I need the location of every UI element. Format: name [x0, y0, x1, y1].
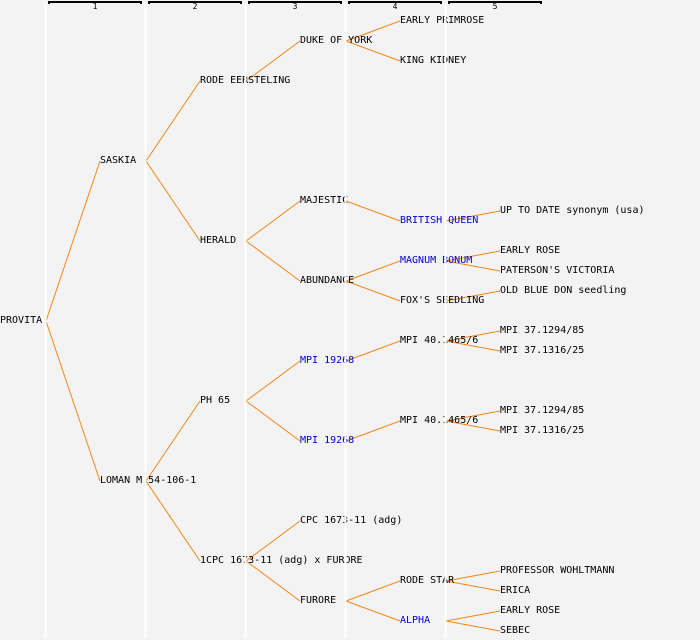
pedigree-link-line — [145, 400, 201, 482]
pedigree-root: PROVITA — [0, 315, 43, 326]
pedigree-link-line — [345, 200, 401, 222]
pedigree-node: FURORE — [300, 595, 337, 606]
pedigree-node: RODE STAR — [400, 575, 455, 586]
pedigree-node: MAJESTIC — [300, 195, 349, 206]
pedigree-link-line — [445, 290, 501, 302]
pedigree-node: LOMAN M 54-106-1 — [100, 475, 197, 486]
pedigree-link-line — [345, 580, 401, 602]
pedigree-link-line — [245, 520, 301, 562]
pedigree-node: MPI 37.1316/25 — [500, 345, 585, 356]
pedigree-node: MPI 40.1465/6 — [400, 415, 479, 426]
pedigree-node: PATERSON'S VICTORIA — [500, 265, 615, 276]
pedigree-link-line — [345, 20, 401, 42]
generation-label: 1 — [92, 2, 98, 11]
pedigree-link-line — [245, 240, 301, 282]
pedigree-link-line — [45, 160, 101, 322]
pedigree-link-line — [445, 410, 501, 422]
generation-label: 3 — [292, 2, 298, 11]
pedigree-node: RODE EERSTELING — [200, 75, 291, 86]
pedigree-node: PROFESSOR WOHLTMANN — [500, 565, 615, 576]
pedigree-node: MPI 40.1465/6 — [400, 335, 479, 346]
pedigree-link-line — [445, 250, 501, 262]
pedigree-node: 1CPC 1673-11 (adg) x FURORE — [200, 555, 363, 566]
pedigree-link-line — [445, 620, 501, 632]
pedigree-link-line — [245, 200, 301, 242]
pedigree-link-line — [245, 400, 301, 442]
generation-bracket — [348, 1, 442, 4]
pedigree-link-line — [145, 480, 201, 562]
pedigree-link-line — [445, 210, 501, 222]
generation-bracket — [248, 1, 342, 4]
pedigree-node: CPC 1673-11 (adg) — [300, 515, 403, 526]
pedigree-link-line — [445, 570, 501, 582]
generation-bracket — [448, 1, 542, 4]
pedigree-link-line — [445, 330, 501, 342]
pedigree-link-line — [145, 80, 201, 162]
pedigree-node: ERICA — [500, 585, 531, 596]
pedigree-node: DUKE OF YORK — [300, 35, 373, 46]
pedigree-link-line — [245, 360, 301, 402]
generation-bracket — [148, 1, 242, 4]
pedigree-node: HERALD — [200, 235, 237, 246]
pedigree-node: SEBEC — [500, 625, 531, 636]
pedigree-link-line — [345, 340, 401, 362]
pedigree-node: FOX'S SEEDLING — [400, 295, 485, 306]
pedigree-link-line — [245, 560, 301, 602]
pedigree-link-line — [345, 40, 401, 62]
generation-bracket — [48, 1, 142, 4]
pedigree-link-line — [345, 260, 401, 282]
pedigree-link-line — [445, 420, 501, 432]
pedigree-node[interactable]: MPI 19268 — [300, 355, 355, 366]
generation-label: 5 — [492, 2, 498, 11]
pedigree-link-line — [345, 280, 401, 302]
pedigree-node: EARLY PRIMROSE — [400, 15, 485, 26]
pedigree-link-line — [445, 580, 501, 592]
pedigree-node[interactable]: MAGNUM BONUM — [400, 255, 473, 266]
pedigree-link-line — [145, 160, 201, 242]
pedigree-link-line — [45, 320, 101, 482]
pedigree-node: ABUNDANCE — [300, 275, 355, 286]
pedigree-node: SASKIA — [100, 155, 137, 166]
pedigree-node: OLD BLUE DON seedling — [500, 285, 627, 296]
pedigree-link-line — [445, 610, 501, 622]
pedigree-node: PH 65 — [200, 395, 231, 406]
pedigree-node: MPI 37.1316/25 — [500, 425, 585, 436]
pedigree-node: MPI 37.1294/85 — [500, 325, 585, 336]
pedigree-node[interactable]: ALPHA — [400, 615, 431, 626]
generation-label: 4 — [392, 2, 398, 11]
pedigree-link-line — [245, 40, 301, 82]
pedigree-link-line — [445, 260, 501, 272]
generation-label: 2 — [192, 2, 198, 11]
pedigree-node[interactable]: BRITISH QUEEN — [400, 215, 479, 226]
pedigree-link-line — [445, 340, 501, 352]
pedigree-node: UP TO DATE synonym (usa) — [500, 205, 645, 216]
pedigree-node: MPI 37.1294/85 — [500, 405, 585, 416]
pedigree-link-line — [345, 420, 401, 442]
pedigree-node: EARLY ROSE — [500, 605, 561, 616]
pedigree-node[interactable]: MPI 19268 — [300, 435, 355, 446]
pedigree-link-line — [345, 600, 401, 622]
pedigree-node: KING KIDNEY — [400, 55, 467, 66]
pedigree-node: EARLY ROSE — [500, 245, 561, 256]
